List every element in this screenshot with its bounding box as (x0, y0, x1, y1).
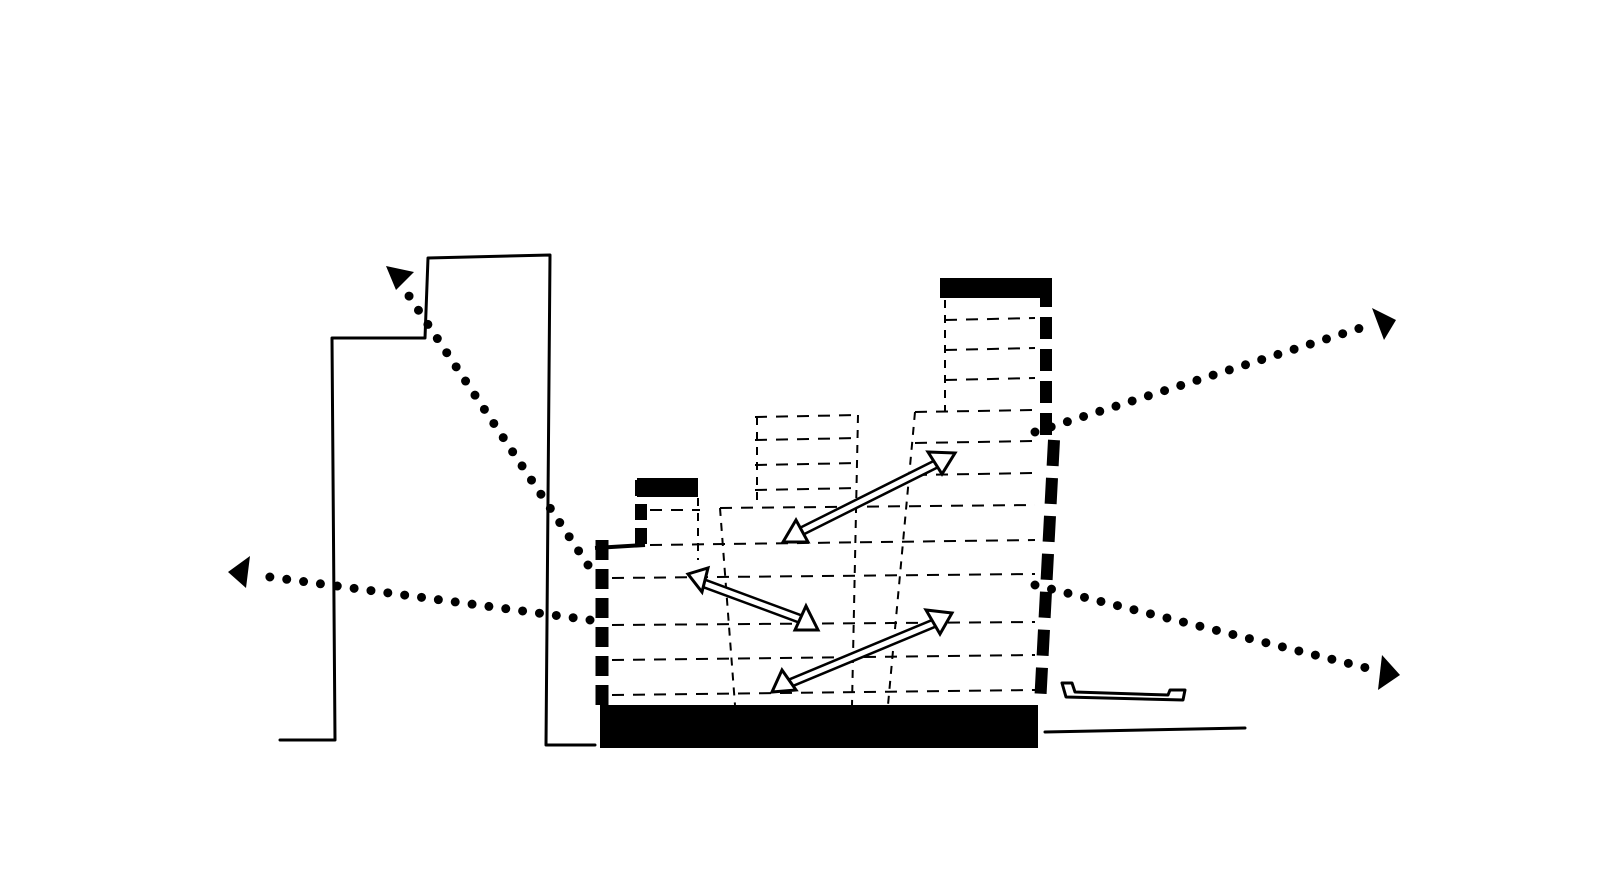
arrowhead-icon (386, 266, 414, 290)
arrowhead-icon (1372, 308, 1396, 340)
floor-plates (611, 300, 1036, 706)
arrowhead-icon (228, 556, 250, 588)
sightline-left (250, 570, 595, 625)
floor-line (944, 347, 1036, 351)
double-arrow-icon (780, 450, 958, 544)
neighbour-building-outline (278, 253, 597, 747)
floor-line (611, 621, 1036, 626)
left-roof-slab (637, 478, 698, 497)
void-edge (887, 411, 916, 706)
void-edge (719, 507, 736, 706)
floor-line (611, 654, 1036, 661)
sightline-down-right (1030, 580, 1380, 675)
connection-arrows (685, 450, 958, 694)
floor-line (649, 539, 1036, 546)
floor-line (611, 573, 1036, 579)
floor-line (611, 689, 1036, 696)
floor-line (754, 462, 861, 466)
floor-line (944, 377, 1036, 381)
floor-line (754, 414, 861, 418)
floor-line (944, 317, 1036, 321)
floor-line (754, 487, 861, 491)
right-roof-slab (940, 278, 1052, 298)
floor-line (754, 437, 861, 441)
foundation-slab (600, 705, 1038, 748)
sightline-up-left (400, 285, 593, 570)
right-lower-wall (1034, 439, 1060, 706)
sightline-arrows (228, 266, 1400, 690)
floor-line (719, 504, 1036, 509)
sightline-up-right (1030, 320, 1375, 437)
double-arrow-icon (685, 565, 821, 632)
arrowhead-icon (1378, 655, 1400, 690)
bench-outline (1060, 681, 1187, 702)
ground-line-right (1043, 726, 1247, 734)
double-arrow-icon (769, 608, 955, 694)
left-step (594, 543, 646, 550)
